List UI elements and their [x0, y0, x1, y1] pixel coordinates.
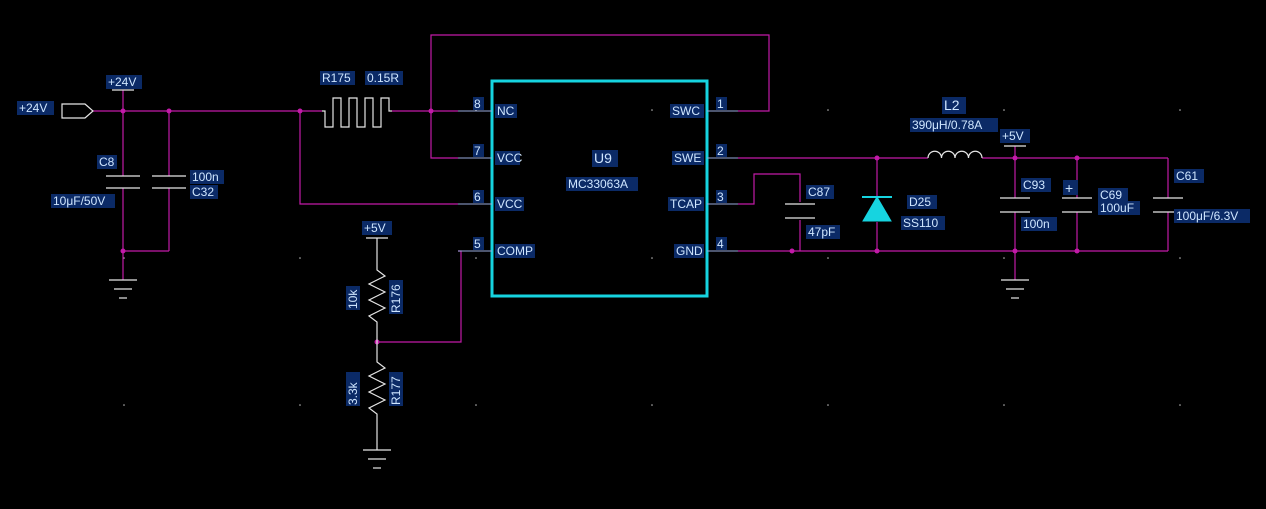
power-flag-5v-feedback-label: +5V	[364, 221, 386, 235]
inductor-l2[interactable]: L2 390μH/0.78A	[910, 97, 998, 159]
pin-number: 5	[474, 237, 481, 251]
pin-name: NC	[497, 104, 515, 118]
input-port-24v[interactable]: +24V	[17, 101, 94, 119]
pin-name: VCC	[497, 151, 523, 165]
wires	[93, 34, 1169, 343]
pin-name: VCC	[497, 197, 523, 211]
c93-value: 100n	[1023, 217, 1050, 231]
l2-value: 390μH/0.78A	[912, 118, 982, 132]
ic-pin-1[interactable]: 1 SWC	[670, 97, 727, 118]
power-flag-24v-label: +24V	[108, 75, 136, 89]
grid-dots	[123, 109, 1181, 406]
pin-number: 1	[717, 97, 724, 111]
input-port-label: +24V	[19, 101, 47, 115]
ic-pin-4[interactable]: 4 GND	[674, 237, 727, 258]
c32-ref: C32	[192, 185, 214, 199]
pin-name: SWC	[672, 104, 700, 118]
resistor-r175[interactable]: R175 0.15R	[320, 71, 403, 128]
r175-value: 0.15R	[367, 71, 399, 85]
resistor-r176[interactable]: 10k R176	[346, 262, 403, 342]
pin-number: 3	[717, 190, 724, 204]
power-flag-5v-output-label: +5V	[1002, 129, 1024, 143]
r177-ref: R177	[389, 376, 403, 405]
ic-pin-7[interactable]: 7 VCC	[473, 144, 523, 165]
pin-name: GND	[676, 244, 703, 258]
c61-ref: C61	[1176, 169, 1198, 183]
ground-symbol-feedback	[363, 449, 391, 469]
ic-pin-3[interactable]: 3 TCAP	[668, 190, 727, 211]
c69-ref: C69	[1100, 188, 1122, 202]
c69-value: 100uF	[1100, 201, 1134, 215]
r176-ref: R176	[389, 284, 403, 313]
pin-number: 8	[474, 97, 481, 111]
capacitor-c8[interactable]: C8 10μF/50V	[51, 155, 140, 208]
plus-icon: +	[1065, 180, 1073, 196]
c87-ref: C87	[808, 185, 830, 199]
pin-name: SWE	[674, 151, 701, 165]
ic-u9[interactable]: U9 MC33063A 8 NC 7 VCC 6 VCC 5 COMP	[458, 79, 738, 298]
capacitor-c32[interactable]: 100n C32	[152, 170, 224, 199]
capacitor-c61[interactable]: C61 100μF/6.3V	[1153, 169, 1250, 223]
ground-symbol-input	[109, 279, 137, 299]
r176-value: 10k	[346, 289, 360, 309]
r177-value: 3.3k	[346, 381, 360, 405]
d25-value: SS110	[903, 216, 938, 230]
ic-pin-8[interactable]: 8 NC	[473, 97, 517, 118]
ic-part: MC33063A	[568, 177, 628, 191]
pin-number: 6	[474, 190, 481, 204]
c87-value: 47pF	[808, 225, 835, 239]
pin-number: 2	[717, 144, 724, 158]
r175-ref: R175	[322, 71, 351, 85]
diode-d25[interactable]: D25 SS110	[862, 195, 945, 230]
capacitor-c87[interactable]: C87 47pF	[785, 185, 840, 239]
c32-value: 100n	[192, 170, 219, 184]
power-flag-24v: +24V	[106, 75, 142, 91]
pin-name: TCAP	[670, 197, 702, 211]
pin-number: 7	[474, 144, 481, 158]
pin-name: COMP	[497, 244, 533, 258]
c61-value: 100μF/6.3V	[1176, 209, 1238, 223]
ic-pin-2[interactable]: 2 SWE	[672, 144, 727, 165]
c8-value: 10μF/50V	[53, 194, 105, 208]
resistor-r177[interactable]: 3.3k R177	[346, 342, 403, 450]
power-flag-5v-feedback: +5V	[362, 221, 392, 262]
pin-number: 4	[717, 237, 724, 251]
ic-pin-5[interactable]: 5 COMP	[473, 237, 535, 258]
d25-ref: D25	[909, 195, 931, 209]
ic-ref: U9	[594, 150, 612, 166]
c93-ref: C93	[1023, 178, 1045, 192]
power-flag-5v-output: +5V	[1000, 129, 1030, 147]
ic-pin-6[interactable]: 6 VCC	[473, 190, 524, 211]
l2-ref: L2	[944, 97, 960, 113]
ground-symbol-output	[1001, 279, 1029, 299]
capacitor-c69[interactable]: + C69 100uF	[1062, 180, 1140, 215]
c8-ref: C8	[99, 155, 115, 169]
capacitor-c93[interactable]: C93 100n	[1000, 178, 1057, 231]
